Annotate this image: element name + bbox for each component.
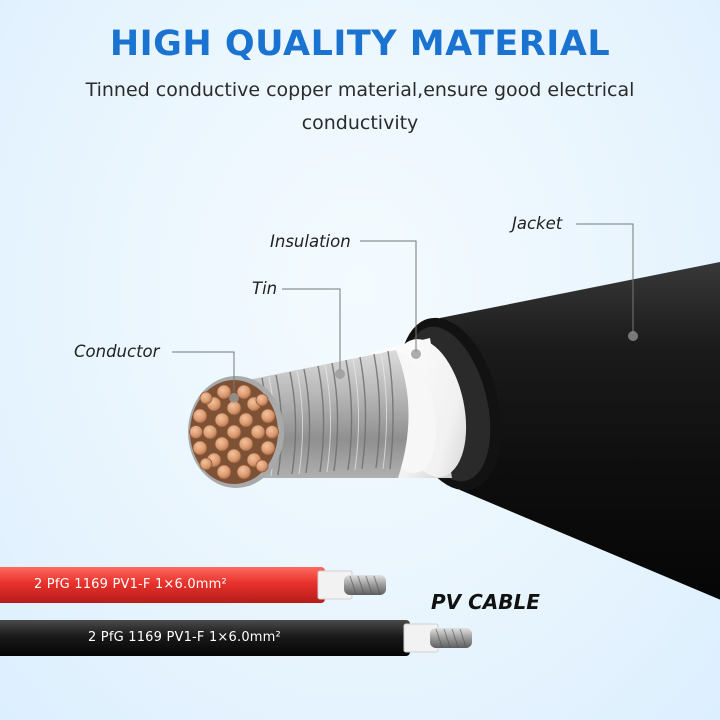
conductor-strands — [189, 380, 279, 484]
label-conductor: Conductor — [74, 342, 160, 361]
product-name: PV CABLE — [431, 590, 540, 614]
page-title: HIGH QUALITY MATERIAL — [109, 24, 611, 64]
page-subtitle: Tinned conductive copper material,ensure… — [85, 79, 635, 134]
red-cable-print: 2 PfG 1169 PV1-F 1×6.0mm² — [34, 577, 227, 592]
label-jacket: Jacket — [512, 214, 563, 233]
callout-lines — [172, 223, 634, 396]
black-cable-print: 2 PfG 1169 PV1-F 1×6.0mm² — [88, 630, 281, 645]
callout-dots — [229, 331, 638, 403]
red-cable — [0, 567, 386, 603]
label-tin: Tin — [252, 279, 278, 298]
label-insulation: Insulation — [270, 232, 351, 251]
black-cable — [0, 620, 472, 656]
